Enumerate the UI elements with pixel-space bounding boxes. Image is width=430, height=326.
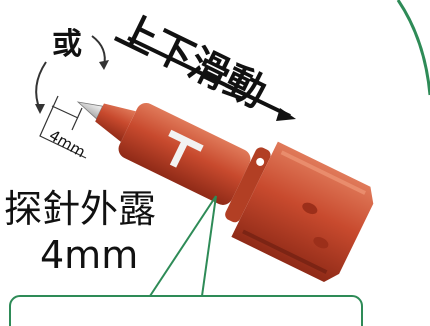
probe-nose xyxy=(95,103,136,142)
callout xyxy=(9,195,363,326)
decorative-arc xyxy=(396,0,430,96)
dimension-marker xyxy=(39,95,87,159)
probe-collar xyxy=(225,147,271,223)
probe-grip xyxy=(231,141,374,283)
slide-sleeve xyxy=(118,102,251,205)
curved-arrow-icon xyxy=(35,61,47,111)
slide-arrow-icon xyxy=(127,36,291,118)
t-marker-icon xyxy=(168,129,204,168)
or-label: 或 xyxy=(52,27,82,62)
probe-exposed-label: 探針外露 xyxy=(4,187,157,231)
probe-exposed-value: 4mm xyxy=(40,233,139,277)
probe-body xyxy=(76,101,374,283)
